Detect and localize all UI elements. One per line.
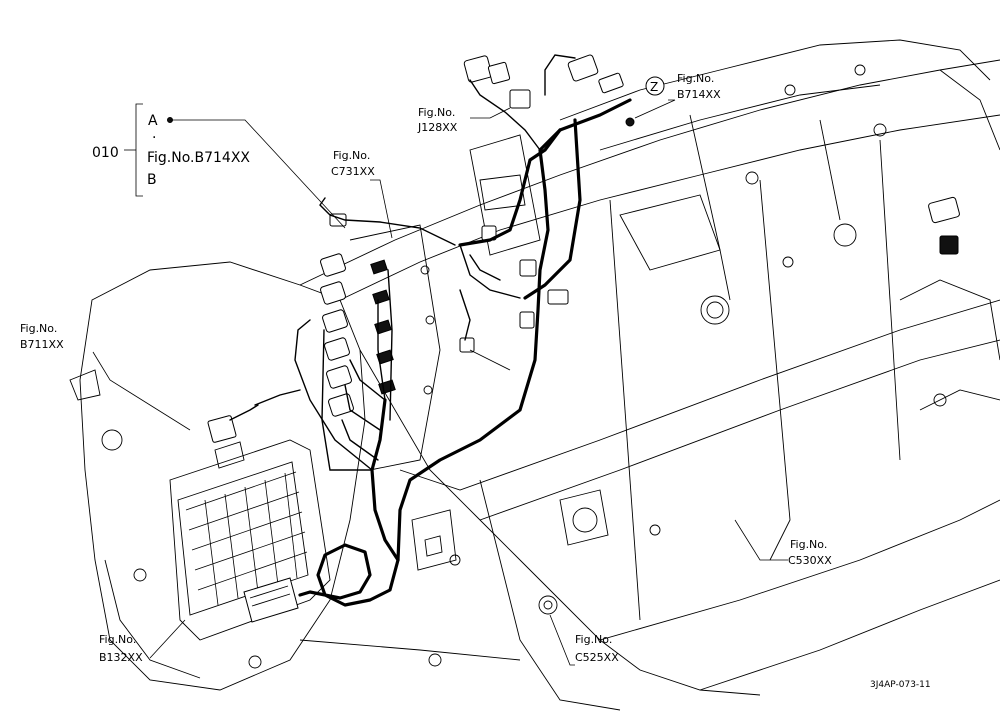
legend-option-b: B xyxy=(147,172,157,188)
view-marker-circle xyxy=(645,76,665,96)
transmission-housing xyxy=(69,39,1000,711)
control-unit xyxy=(169,439,331,641)
callout-c530-code: C530XX xyxy=(788,554,832,567)
legend-fig-ref: Fig.No.B714XX xyxy=(147,150,250,166)
callout-b711-prefix: Fig.No. xyxy=(20,322,57,335)
callout-c731-code: C731XX xyxy=(331,165,375,178)
wiring-harness xyxy=(229,54,632,607)
callout-j128-prefix: Fig.No. xyxy=(418,106,455,119)
callout-j128-code: J128XX xyxy=(417,121,458,134)
legend-option-a: A xyxy=(148,113,158,129)
view-marker-letter: Z xyxy=(650,80,658,94)
legend-bracket xyxy=(124,103,346,229)
callout-b714-code: B714XX xyxy=(677,88,721,101)
legend-dot: · xyxy=(152,130,156,146)
solenoid-bank xyxy=(320,224,441,471)
callout-leaders xyxy=(92,99,788,666)
callout-b711-code: B711XX xyxy=(20,338,64,351)
callout-c525-code: C525XX xyxy=(575,651,619,664)
callout-c731-prefix: Fig.No. xyxy=(333,149,370,162)
callout-b132-prefix: Fig.No. xyxy=(99,633,136,646)
callout-b714-prefix: Fig.No. xyxy=(677,72,714,85)
drawing-id: 3J4AP-073-11 xyxy=(870,680,931,690)
legend-code: 010 xyxy=(92,145,119,161)
connectors xyxy=(167,54,960,443)
callout-b132-code: B132XX xyxy=(99,651,143,664)
callout-c525-prefix: Fig.No. xyxy=(575,633,612,646)
callout-c530-prefix: Fig.No. xyxy=(790,538,827,551)
